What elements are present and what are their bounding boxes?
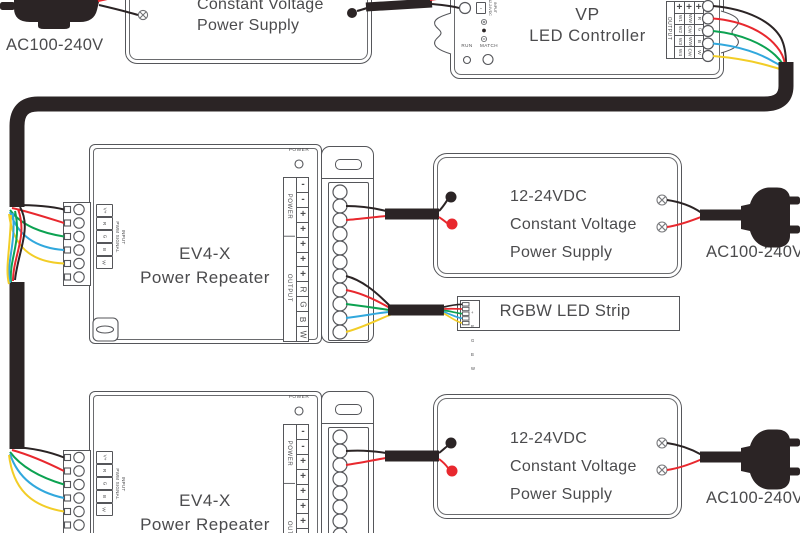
repeater1-input-terminal-block	[63, 202, 91, 286]
repeater2-name: Power Repeater	[140, 515, 270, 533]
repeater2-power-led-label: POWER	[288, 395, 310, 400]
psu1-line3: Power Supply	[510, 244, 613, 261]
psu2-line2: Constant Voltage	[510, 458, 637, 475]
top-power-supply-inner-border	[129, 0, 368, 60]
top-psu-line3: Power Supply	[197, 17, 300, 34]
plug2-voltage-label: AC100-240V	[706, 489, 800, 507]
repeater1-input-pin-w: W	[96, 256, 113, 269]
repeater1-input-pin-v: V+	[96, 204, 113, 217]
led-strip-connector	[460, 300, 480, 328]
repeater2-output-section-label: OUTPUT	[283, 483, 295, 533]
ac-plug-top	[0, 0, 139, 29]
plug1-voltage-label: AC100-240V	[706, 243, 800, 261]
repeater1-input-pin-r: R	[96, 217, 113, 230]
top-power-supply-box	[125, 0, 372, 64]
mounting-hole	[335, 159, 362, 170]
repeater2-input-pin-w: W	[96, 503, 113, 516]
psu2-box	[433, 394, 682, 519]
psu2-line1: 12-24VDC	[510, 430, 588, 447]
mounting-hole	[335, 404, 362, 415]
repeater1-output-section-label: OUTPUT	[286, 274, 292, 303]
repeater2-input-wires	[8, 446, 65, 513]
repeater1-name: Power Repeater	[140, 268, 270, 287]
ac-plug-middle	[741, 187, 800, 248]
repeater1-input-pin-g: G	[96, 230, 113, 243]
vp-dc-input-minus-box: -	[476, 2, 486, 14]
repeater2-input-pin-r: R	[96, 464, 113, 477]
vp-subtitle: LED Controller	[529, 27, 646, 45]
repeater1-model: EV4-X	[179, 244, 231, 263]
led-strip-label: RGBW LED Strip	[499, 302, 631, 320]
top-psu-line2: Constant Voltage	[197, 0, 324, 13]
led-strip-pin-labels: + R G B W	[471, 309, 475, 372]
run-button-label: RUN	[461, 43, 473, 48]
repeater2-input-terminal-block	[63, 450, 91, 533]
repeater2-terminal-strip: - - + + + + + R G B W	[283, 424, 309, 533]
repeater2-input-caption: INPUT PWM SIGNAL	[115, 468, 126, 500]
repeater2-input-pin-g: G	[96, 477, 113, 490]
match-button-label: MATCH	[480, 43, 498, 48]
psu1-line2: Constant Voltage	[510, 216, 637, 233]
psu1-line1: 12-24VDC	[510, 188, 588, 205]
repeater1-input-caption: INPUT PWM SIGNAL	[115, 221, 126, 253]
repeater2-power-section-label: POWER	[286, 440, 292, 467]
repeater1-power-section-label: POWER	[286, 193, 292, 220]
ac-plug-bottom	[741, 429, 800, 490]
repeater2-model: EV4-X	[179, 491, 231, 510]
psu2-line3: Power Supply	[510, 486, 613, 503]
repeater1-input-wires	[6, 204, 65, 285]
vp-output-label: OUTPUT	[666, 16, 673, 41]
repeater1-input-pin-b: B	[96, 243, 113, 256]
led-strip-box	[457, 296, 680, 331]
repeater1-screw-strip	[321, 146, 374, 343]
repeater2-input-pin-b: B	[96, 490, 113, 503]
vp-title: VP	[575, 4, 600, 24]
repeater2-screw-strip	[321, 391, 374, 533]
repeater2-inner-border	[93, 395, 318, 533]
repeater1-power-led-label: POWER	[288, 148, 310, 153]
repeater2-input-pin-v: V+	[96, 451, 113, 464]
vp-dc-input-note: INPUT 12-24VDC	[488, 0, 497, 16]
top-plug-voltage-label: AC100-240V	[6, 36, 104, 54]
